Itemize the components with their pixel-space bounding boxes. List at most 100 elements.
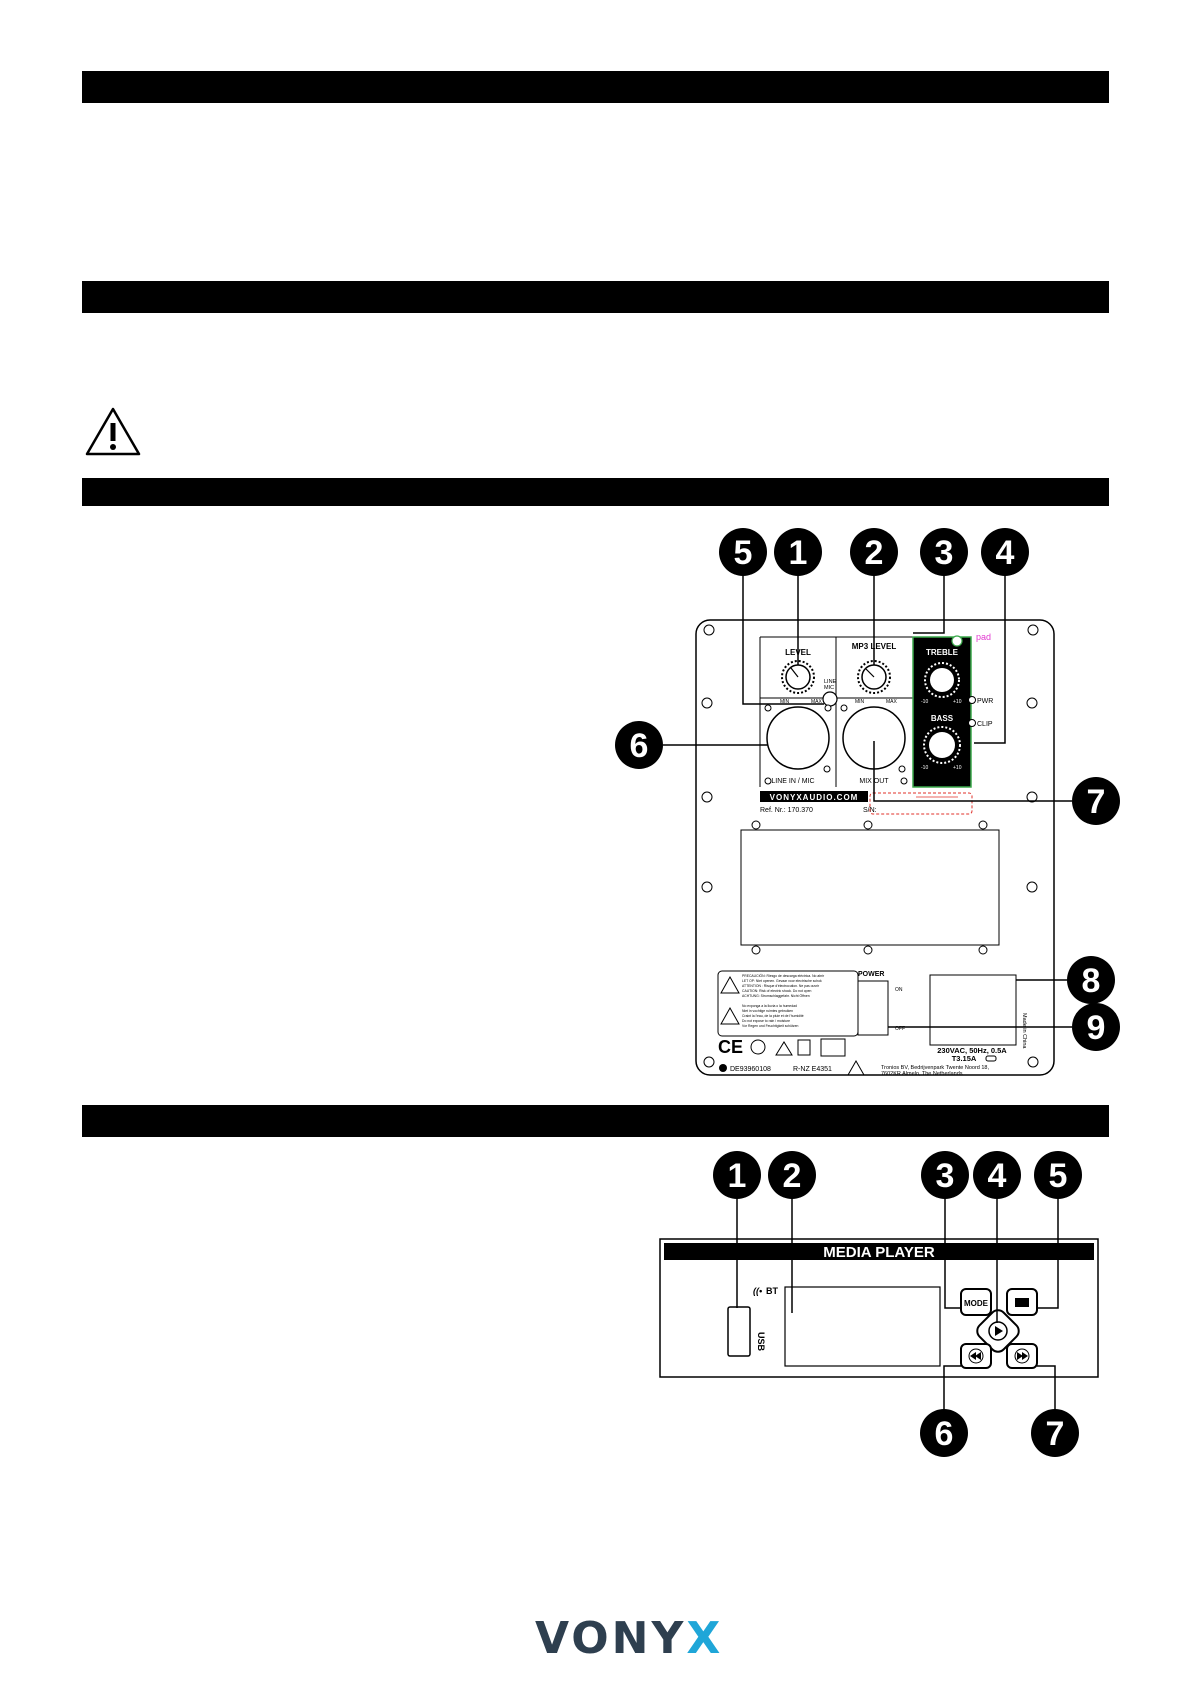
- svg-text:MAX: MAX: [886, 699, 898, 705]
- svg-text:+10: +10: [953, 699, 962, 705]
- svg-text:R-NZ E4351: R-NZ E4351: [793, 1066, 832, 1073]
- media-player-diagram: 1 2 3 4 5 6 7 MEDIA PLAYER USB ((• BT MO…: [659, 1151, 1099, 1457]
- svg-text:PWR: PWR: [977, 698, 993, 705]
- play-pause-button[interactable]: [974, 1307, 1022, 1355]
- svg-text:MEDIA PLAYER: MEDIA PLAYER: [823, 1244, 935, 1261]
- svg-text:5: 5: [1049, 1157, 1068, 1195]
- mode-button[interactable]: MODE: [960, 1288, 992, 1316]
- svg-text:6: 6: [630, 727, 649, 765]
- svg-text:Ref. Nr.: 170.370: Ref. Nr.: 170.370: [760, 807, 813, 814]
- power-inlet[interactable]: [929, 974, 1017, 1046]
- svg-text:MIC: MIC: [824, 685, 834, 691]
- callout-6: 6: [615, 721, 663, 769]
- svg-text:LINE IN / MIC: LINE IN / MIC: [771, 778, 814, 785]
- play-icon: [995, 1326, 1003, 1336]
- section-header-bar-3: [82, 478, 1109, 506]
- svg-text:2: 2: [865, 534, 884, 572]
- line-mic-switch[interactable]: [822, 691, 838, 707]
- svg-text:Tronios BV, Bedrijvenpark Twen: Tronios BV, Bedrijvenpark Twente Noord 1…: [881, 1065, 989, 1071]
- svg-text:6: 6: [935, 1415, 954, 1453]
- callout-1: 1: [774, 528, 822, 576]
- svg-text:MIN: MIN: [855, 699, 865, 705]
- mp3-level-knob[interactable]: [857, 660, 891, 694]
- bass-knob[interactable]: [923, 726, 961, 764]
- svg-text:USB: USB: [756, 1332, 766, 1352]
- svg-text:PRECAUCIÓN: Riesgo de descarga: PRECAUCIÓN: Riesgo de descarga eléctrica…: [742, 973, 825, 978]
- svg-text:7602KR Almelo, The Netherlands: 7602KR Almelo, The Netherlands: [881, 1071, 963, 1077]
- callout-4: 4: [981, 528, 1029, 576]
- forward-icon: [1017, 1352, 1023, 1360]
- svg-text:LINE: LINE: [824, 679, 837, 685]
- section-header-bar-1: [82, 71, 1109, 103]
- svg-text:8: 8: [1082, 962, 1101, 1000]
- clip-led: [968, 719, 976, 727]
- callout-8: 8: [1067, 956, 1115, 1004]
- svg-text:-10: -10: [921, 699, 928, 705]
- amplifier-window: [740, 829, 1000, 946]
- folder-icon: [1015, 1298, 1029, 1307]
- previous-button[interactable]: [960, 1343, 992, 1369]
- vonyx-logo: VONYX: [535, 1613, 724, 1664]
- mp-callout-4: 4: [973, 1151, 1021, 1199]
- svg-text:MODE: MODE: [964, 1299, 989, 1308]
- svg-text:-10: -10: [921, 765, 928, 771]
- svg-text:DE93960108: DE93960108: [730, 1066, 771, 1073]
- svg-text:CAUTION: Risk of electric shoc: CAUTION: Risk of electric shock. Do not …: [742, 989, 811, 993]
- svg-text:7: 7: [1046, 1415, 1065, 1453]
- display-screen: [784, 1286, 941, 1367]
- usb-port[interactable]: [727, 1306, 751, 1357]
- rear-panel-diagram: 5 1 2 3 4 6 7 8 9: [615, 528, 1120, 1077]
- mp-callout-5: 5: [1034, 1151, 1082, 1199]
- svg-text:MAX: MAX: [811, 699, 823, 705]
- mounting-holes: [701, 624, 1039, 1068]
- callout-9: 9: [1072, 1003, 1120, 1051]
- svg-text:LET OP: Niet openen. Gevaar vo: LET OP: Niet openen. Gevaar voor electri…: [742, 979, 822, 983]
- svg-text:OFF: OFF: [895, 1026, 905, 1032]
- mp-callout-3: 3: [921, 1151, 969, 1199]
- folder-button[interactable]: [1006, 1288, 1038, 1316]
- callout-7: 7: [1072, 777, 1120, 825]
- section-header-bar-4: [82, 1105, 1109, 1137]
- pwr-led: [968, 696, 976, 704]
- mp-callout-2: 2: [768, 1151, 816, 1199]
- treble-knob[interactable]: [924, 662, 960, 698]
- svg-text:BASS: BASS: [931, 714, 954, 723]
- mp-callout-7: 7: [1031, 1409, 1079, 1457]
- mp-callout-1: 1: [713, 1151, 761, 1199]
- svg-text:Do not expose to rain / moistu: Do not expose to rain / moisture: [742, 1019, 790, 1023]
- svg-text:TREBLE: TREBLE: [926, 648, 959, 657]
- section-header-bar-2: [82, 281, 1109, 313]
- svg-text:BT: BT: [766, 1286, 778, 1296]
- svg-text:pad: pad: [976, 632, 991, 642]
- svg-text:1: 1: [789, 534, 808, 572]
- svg-text:1: 1: [728, 1157, 747, 1195]
- bt-icon: ((•: [753, 1286, 762, 1296]
- callout-2: 2: [850, 528, 898, 576]
- level-knob[interactable]: [781, 660, 815, 694]
- power-switch[interactable]: [857, 980, 889, 1036]
- svg-text:9: 9: [1087, 1009, 1106, 1047]
- mp-callout-6: 6: [920, 1409, 968, 1457]
- svg-text:2: 2: [783, 1157, 802, 1195]
- svg-text:VONYXAUDIO.COM: VONYXAUDIO.COM: [770, 793, 859, 802]
- svg-text:Made in China: Made in China: [1021, 1013, 1027, 1049]
- ce-mark: CE: [718, 1037, 743, 1057]
- svg-text:No exponga a la lluvia o la hu: No exponga a la lluvia o la humedad: [742, 1004, 797, 1008]
- line-in-mic-socket[interactable]: [766, 706, 830, 770]
- svg-text:3: 3: [936, 1157, 955, 1195]
- next-button[interactable]: [1006, 1343, 1038, 1369]
- svg-text:MIN: MIN: [780, 699, 790, 705]
- svg-text:4: 4: [988, 1157, 1007, 1195]
- svg-text:+10: +10: [953, 765, 962, 771]
- svg-text:Niet in vochtige ruimtes gebru: Niet in vochtige ruimtes gebruiken: [742, 1009, 793, 1013]
- warning-icon: [85, 407, 141, 456]
- svg-text:5: 5: [734, 534, 753, 572]
- svg-text:T3.15A: T3.15A: [952, 1054, 977, 1063]
- svg-text:ACHTUNG: Stromschlaggefahr. Ni: ACHTUNG: Stromschlaggefahr. Nicht Öffnen: [742, 994, 810, 998]
- svg-text:CLIP: CLIP: [977, 721, 993, 728]
- svg-text:7: 7: [1087, 783, 1106, 821]
- svg-text:ON: ON: [895, 987, 903, 993]
- rewind-icon: [970, 1352, 976, 1360]
- panel-outline: [695, 619, 1055, 1076]
- callout-5: 5: [719, 528, 767, 576]
